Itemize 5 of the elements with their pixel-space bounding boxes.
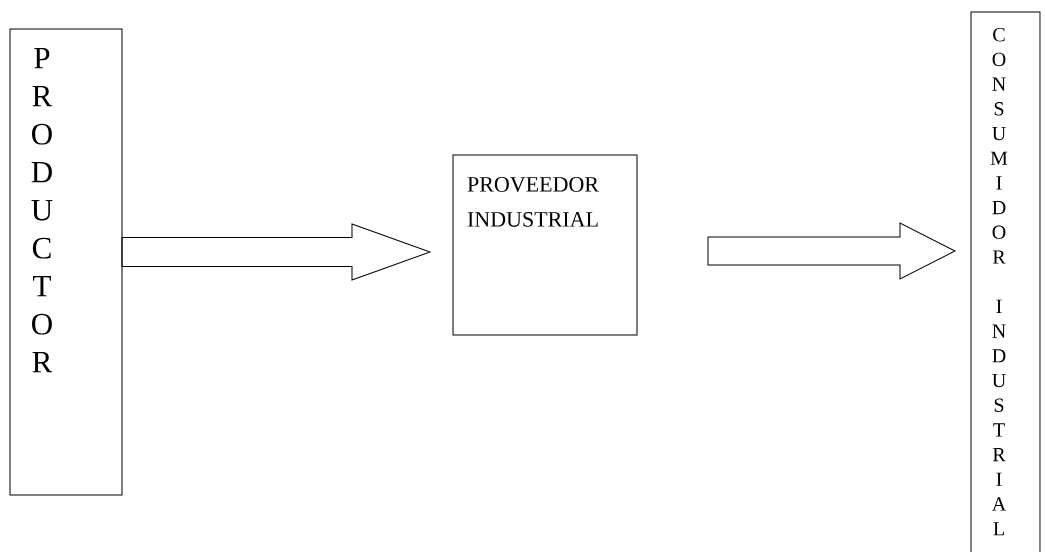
vertical-text-box: CONSUMIDOR INDUSTRIAL [970, 11, 1041, 552]
block-arrow [707, 222, 956, 280]
block-arrow [121, 223, 431, 281]
vertical-text-box: PRODUCTOR [9, 28, 123, 496]
process-box: PROVEEDOR INDUSTRIAL [452, 154, 638, 336]
